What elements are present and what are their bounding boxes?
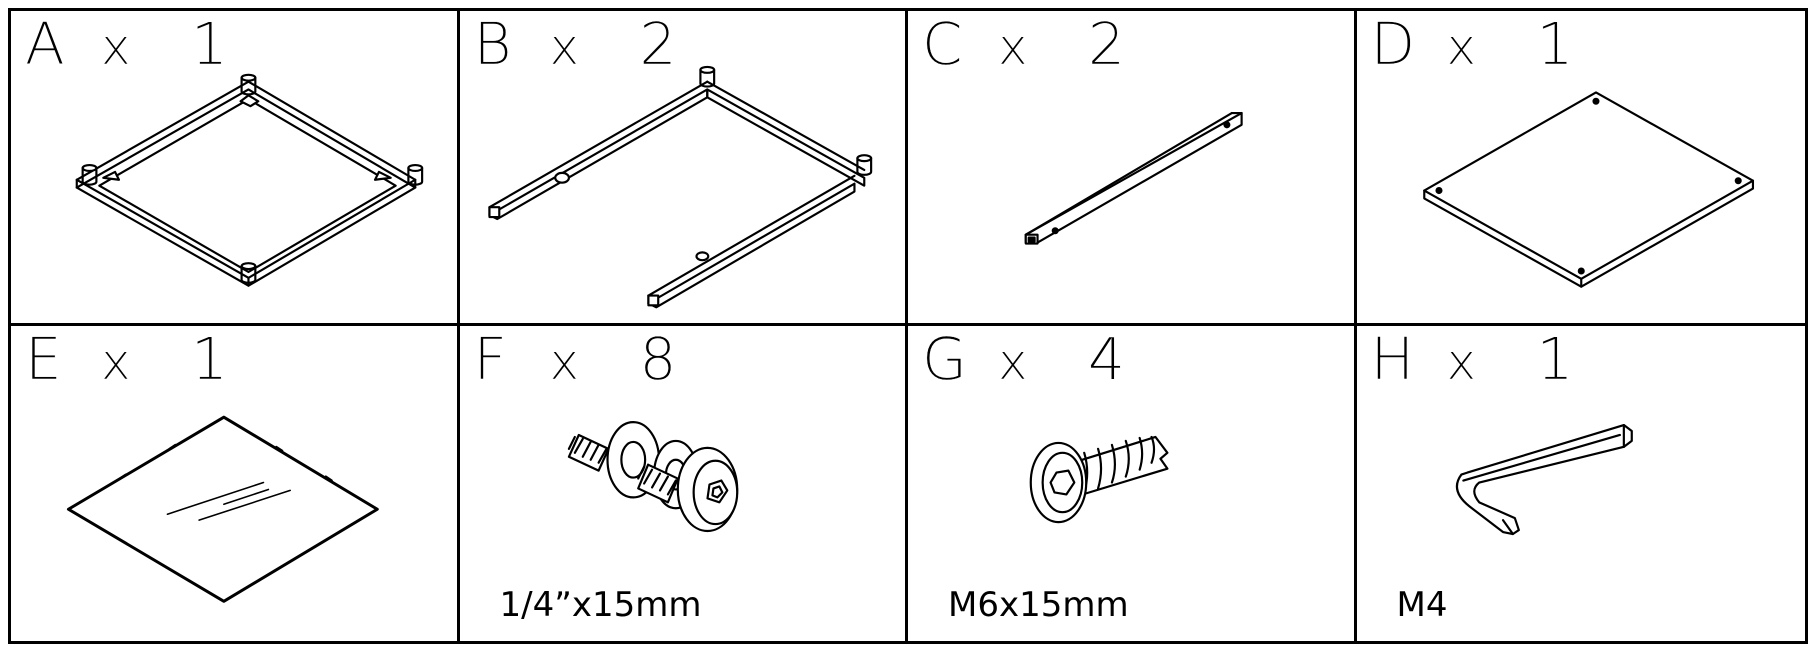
part-letter: C	[922, 11, 963, 78]
bolt-washer-icon	[567, 421, 738, 533]
part-letter: H	[1370, 326, 1415, 393]
part-quantity: 4	[1088, 326, 1125, 393]
part-quantity: 2	[1088, 11, 1125, 78]
part-letter: F	[473, 326, 507, 393]
part-letter: D	[1370, 11, 1416, 78]
part-quantity: 1	[1536, 11, 1574, 78]
times-sign: x	[101, 333, 131, 391]
bolt-front	[636, 439, 738, 533]
times-sign: x	[1446, 18, 1477, 76]
allen-key-icon	[1455, 423, 1633, 536]
times-sign: x	[998, 333, 1028, 391]
part-letter: E	[25, 326, 62, 393]
times-sign: x	[549, 18, 580, 76]
part-letter: B	[473, 11, 512, 78]
part-quantity: 1	[191, 326, 228, 393]
l-frame-icon	[487, 65, 872, 309]
square-frame-icon	[75, 73, 424, 287]
times-sign: x	[998, 18, 1028, 76]
part-quantity: 8	[639, 326, 677, 393]
part-quantity: 2	[639, 11, 677, 78]
screw-icon	[1029, 435, 1169, 524]
times-sign: x	[549, 333, 580, 391]
part-spec: 1/4”x15mm	[499, 585, 702, 625]
part-letter: A	[25, 11, 65, 78]
part-letter: G	[922, 326, 967, 393]
times-sign: x	[101, 18, 131, 76]
part-spec: M6x15mm	[948, 585, 1129, 625]
part-quantity: 1	[191, 11, 228, 78]
part-spec: M4	[1396, 585, 1448, 625]
tube-bar-icon	[1024, 111, 1243, 245]
glass-panel-icon	[66, 415, 379, 603]
part-quantity: 1	[1536, 326, 1574, 393]
times-sign: x	[1446, 333, 1477, 391]
panel-icon	[1422, 91, 1754, 288]
